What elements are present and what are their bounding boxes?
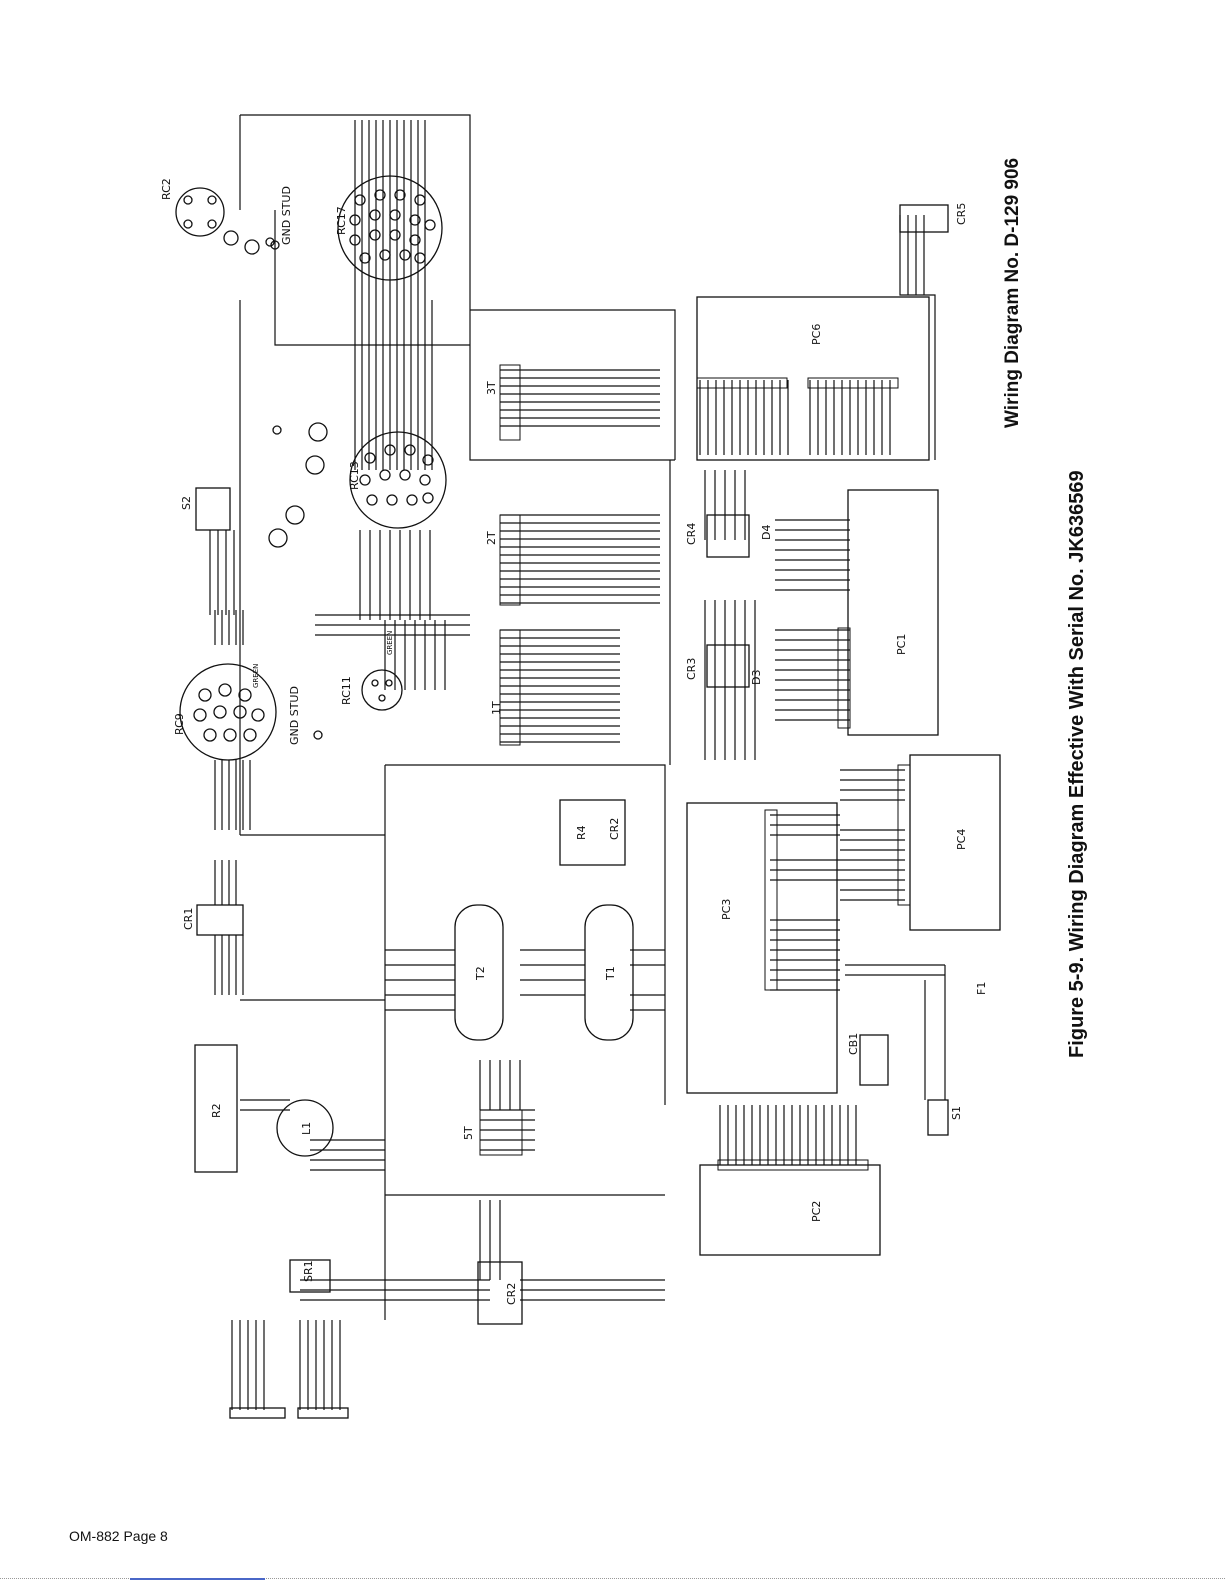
label-tb-1t: 1T [490,701,503,715]
cr3-relay [707,645,749,687]
wire-bundle-pc4 [840,770,905,900]
wire-bundle-rc17 [355,120,425,300]
rc11-receptacle [362,670,402,710]
wire-bundle-t1 [520,950,665,1010]
label-cr2: CR2 [505,1283,518,1305]
diagram-number-caption: Wiring Diagram No. D-129 906 [1002,158,1024,428]
label-cr4: CR4 [685,523,698,545]
label-green-2: GREEN [386,631,394,655]
wire-bundle-pc3 [770,815,840,990]
terminal-strip-pc4 [898,765,910,905]
terminal-strip-2t [500,515,520,605]
wire-bundle-pc2 [720,1105,856,1165]
rc9-receptacle [180,664,276,760]
wire-bundle-3t [500,370,660,426]
label-pc1: PC1 [895,634,908,655]
label-tb-3t: 3T [485,381,498,395]
label-gnd-stud-mid: GND STUD [288,686,301,745]
label-tb-2t: 2T [485,531,498,545]
figure-caption: Figure 5-9. Wiring Diagram Effective Wit… [1066,470,1089,1058]
label-pc2: PC2 [810,1201,823,1222]
wire-bundle-cr5 [900,215,935,460]
label-rc11: RC11 [340,676,353,705]
wire-bundle-pc6 [700,380,890,455]
label-pc3: PC3 [720,899,733,920]
label-tb-5t: 5T [462,1126,475,1140]
label-gnd-stud-top: GND STUD [280,186,293,245]
cr4-relay [707,515,749,557]
label-cr5: CR5 [955,203,968,225]
wire-bundle-cr1 [215,860,243,995]
terminal-strip-pc6-b [808,378,898,388]
terminal-strip-pc3 [765,810,777,990]
wire-bundle-5t [480,1060,535,1150]
harness-left-outline [240,300,385,1000]
cb1-breaker [860,1035,888,1085]
harness-upper-outline [240,115,675,460]
terminal-strip-pc6-a [697,378,787,388]
wire-bundle-rc9 [215,610,250,830]
label-sr1: SR1 [302,1260,315,1282]
label-f1: F1 [975,982,988,995]
s1-switch [928,1100,948,1135]
wire-bundle-1t [500,630,620,742]
rc2-receptacle [176,188,274,254]
label-l1: L1 [300,1122,313,1135]
label-t2: T2 [474,966,487,981]
harness-main-outline [385,460,670,1320]
wire-bundle-t2 [385,950,455,1010]
bottom-link-line [130,1578,265,1580]
label-cr3: CR3 [685,658,698,680]
wire-bundle-pc1 [775,520,850,720]
label-rc13: RC13 [348,461,361,490]
terminal-strip-5t [480,1110,522,1155]
label-green-1: GREEN [252,664,260,688]
label-s1: S1 [950,1106,963,1120]
gnd-stud-symbols [271,241,322,739]
label-cr1: CR1 [182,908,195,930]
label-d3: D3 [750,670,763,685]
pc3-board [687,803,837,1093]
wire-bundle-cr3-cr4 [705,470,755,760]
wire-bundle-s2 [210,530,234,615]
wire-bundle-rc13 [355,300,432,620]
s2-switch [196,488,230,530]
label-rc17: RC17 [335,206,348,235]
label-s2: S2 [180,496,193,510]
label-pc4: PC4 [955,829,968,850]
label-cb1: CB1 [847,1033,860,1055]
label-r2: R2 [210,1103,223,1118]
wire-bundle-plug-bottom [232,1320,340,1410]
terminal-strip-1t [500,630,520,745]
label-rc2: RC2 [160,178,173,200]
pc1-board [848,490,938,735]
wire-bundle-2t [500,515,660,603]
label-pc6: PC6 [810,324,823,345]
label-d4: D4 [760,525,773,540]
page-footer: OM-882 Page 8 [69,1528,168,1544]
label-r4: R4 [575,825,588,840]
label-rc9: RC9 [173,713,186,735]
label-t1: T1 [604,966,617,981]
label-cr2-small: CR2 [608,818,621,840]
plug-left [230,1408,285,1418]
pc2-board [700,1165,880,1255]
cr1-relay [197,905,243,935]
wire-bundle-cr2 [300,1200,665,1300]
